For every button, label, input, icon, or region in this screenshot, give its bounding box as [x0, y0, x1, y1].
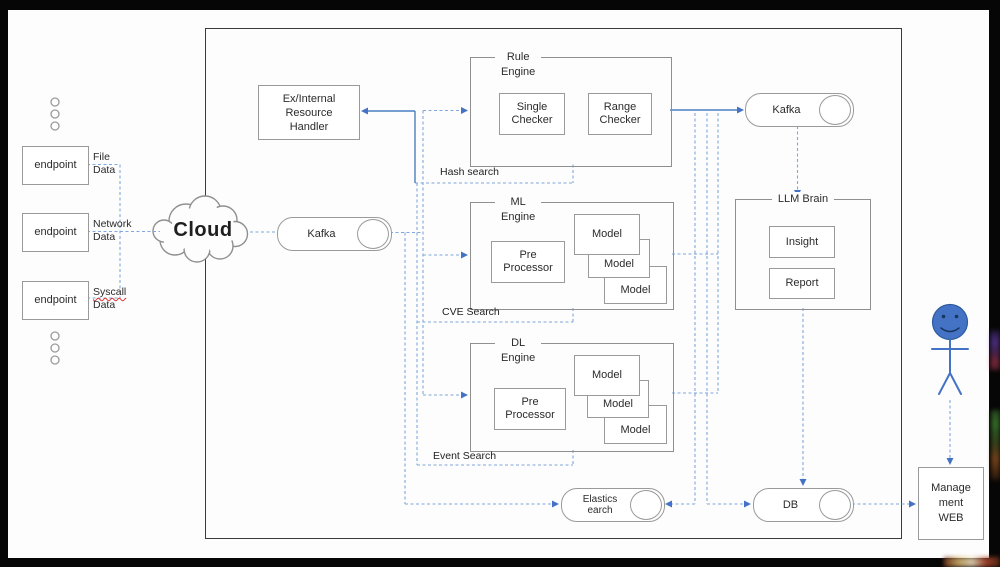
range-checker-box: Range Checker: [588, 93, 652, 135]
dl-model-box-1: Model: [574, 355, 640, 396]
single-checker-box: Single Checker: [499, 93, 565, 135]
endpoint-node-file: endpoint: [22, 146, 89, 185]
dl-engine-title: DL Engine: [495, 336, 542, 366]
dl-engine-box: DL Engine Pre Processor Model Model Mode…: [470, 336, 674, 452]
queue-circle-icon: [357, 219, 389, 249]
insight-box: Insight: [769, 226, 835, 258]
db-label: DB: [782, 499, 799, 511]
kafka-in-queue: Kafka: [277, 217, 392, 251]
cloud-label: Cloud: [173, 219, 233, 241]
rule-engine-box: Rule Engine Single Checker Range Checker: [470, 50, 672, 167]
edge-artifact: [990, 330, 1000, 370]
queue-circle-icon: [819, 95, 851, 125]
ml-engine-box: ML Engine Pre Processor Model Model Mode…: [470, 195, 674, 310]
queue-circle-icon: [630, 490, 662, 520]
kafka-out-queue: Kafka: [745, 93, 854, 127]
resource-handler-box: Ex/Internal Resource Handler: [258, 85, 360, 140]
endpoint-node-syscall: endpoint: [22, 281, 89, 320]
rule-engine-title: Rule Engine: [495, 50, 542, 80]
syscall-data-line1: Syscall: [93, 286, 127, 298]
cloud-icon: [152, 195, 249, 263]
syscall-data-line2: Data: [93, 299, 116, 311]
network-data-line2: Data: [93, 231, 116, 243]
ellipsis-dots-icon: [50, 97, 60, 365]
dashed-connectors: [87, 109, 951, 505]
llm-brain-box: LLM Brain Insight Report: [735, 192, 871, 310]
elasticsearch-queue: Elastics earch: [561, 488, 665, 522]
ml-preprocessor-box: Pre Processor: [491, 241, 565, 283]
kafka-out-label: Kafka: [772, 104, 801, 116]
ml-model-box-1: Model: [574, 214, 640, 255]
queue-circle-icon: [819, 490, 851, 520]
cve-search-label: CVE Search: [442, 306, 500, 318]
kafka-in-label: Kafka: [307, 228, 336, 240]
endpoint-node-network: endpoint: [22, 213, 89, 252]
llm-brain-title: LLM Brain: [771, 192, 835, 207]
network-data-line1: Network: [93, 218, 132, 230]
system-boundary-box: [205, 28, 902, 539]
solid-connectors: [363, 109, 738, 183]
dl-preprocessor-box: Pre Processor: [494, 388, 566, 430]
report-box: Report: [769, 268, 835, 299]
hash-search-label: Hash search: [440, 166, 499, 178]
elasticsearch-label: Elastics earch: [582, 494, 618, 516]
file-data-line2: Data: [93, 164, 116, 176]
edge-artifact: [991, 410, 1000, 480]
user-icon: [931, 303, 969, 395]
event-search-label: Event Search: [433, 450, 497, 462]
management-web-box: Manage ment WEB: [918, 467, 984, 540]
ml-engine-title: ML Engine: [495, 195, 542, 225]
edge-artifact: [944, 557, 1000, 567]
db-queue: DB: [753, 488, 854, 522]
file-data-line1: File: [93, 151, 110, 163]
